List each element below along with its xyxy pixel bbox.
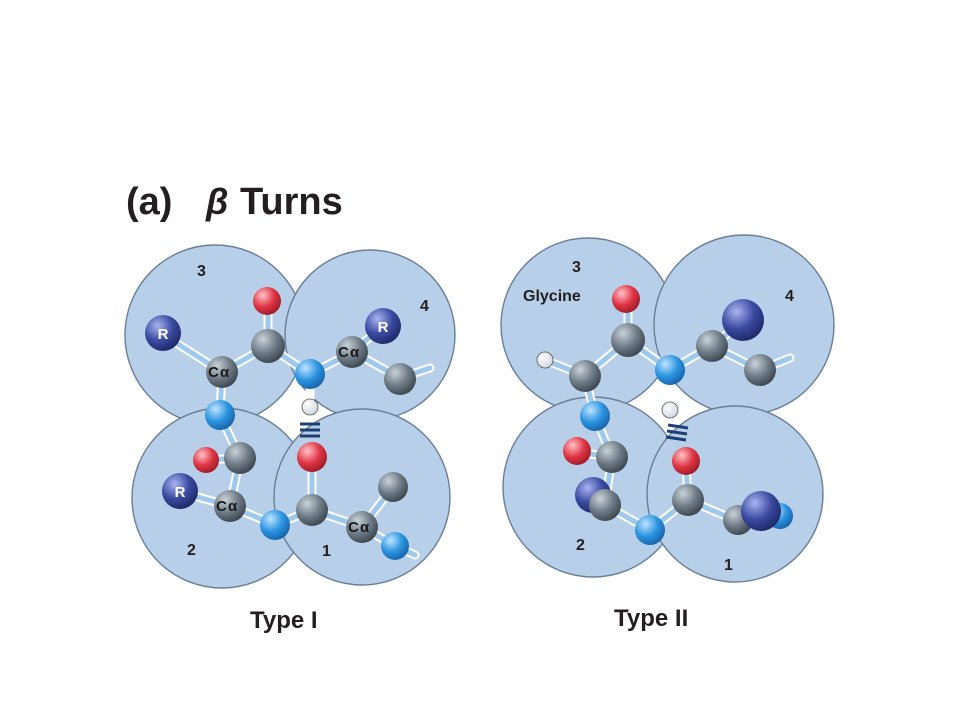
hydrogen-bond [665, 423, 689, 442]
carbonyl-carbon-atom [296, 494, 328, 526]
svg-text:α: α [228, 498, 238, 515]
glycine-label: Glycine [523, 288, 581, 305]
residue-number-1: 1 [322, 543, 331, 560]
carbon-atom [384, 363, 416, 395]
alpha-carbon-atom [206, 356, 238, 388]
r-group-atom [162, 473, 198, 509]
svg-text:α: α [350, 344, 360, 361]
residue-number-4: 4 [420, 298, 429, 315]
carbonyl-carbon-atom [224, 442, 256, 474]
alpha-carbon-label: C α [348, 519, 370, 536]
svg-text:α: α [220, 364, 230, 381]
figure-title: (a) β Turns [126, 181, 343, 223]
hydrogen-atom [301, 398, 319, 416]
carbon-atom [378, 472, 408, 502]
type-1-caption: Type I [250, 607, 318, 634]
alpha-carbon-label: C α [338, 344, 360, 361]
type-2-caption: Type II [614, 605, 688, 632]
residue-number-2: 2 [187, 542, 196, 559]
svg-text:C: C [208, 364, 219, 381]
panel-label: (a) [126, 181, 172, 223]
figure-title-text: Turns [240, 181, 343, 223]
r-group-atom [145, 315, 181, 351]
alpha-carbon-atom [336, 336, 368, 368]
residue-number-4: 4 [785, 288, 794, 305]
r-group-atom [722, 299, 764, 341]
hydrogen-atom [661, 401, 679, 419]
r-group-atom [365, 308, 401, 344]
r-group-label: R [158, 326, 169, 343]
nitrogen-atom [655, 355, 685, 385]
alpha-carbon-atom [569, 360, 601, 392]
residue-number-3: 3 [572, 259, 581, 276]
carbon-atom [744, 354, 776, 386]
nitrogen-atom [260, 510, 290, 540]
svg-text:C: C [348, 519, 359, 536]
nitrogen-atom [381, 532, 409, 560]
alpha-carbon-atom [696, 330, 728, 362]
type-2-diagram: 3 Glycine 4 2 1 Type II [500, 234, 835, 632]
carbonyl-carbon-atom [251, 329, 285, 363]
beta-symbol: β [205, 181, 228, 222]
residue-number-1: 1 [724, 557, 733, 574]
type-1-diagram: R R R C α C α C α C α 3 4 2 1 Type I [124, 244, 456, 634]
alpha-carbon-atom [214, 490, 246, 522]
nitrogen-atom [295, 359, 325, 389]
nitrogen-atom [580, 401, 610, 431]
carbonyl-carbon-atom [611, 323, 645, 357]
residue-number-2: 2 [576, 537, 585, 554]
carbonyl-carbon-atom [672, 484, 704, 516]
svg-text:C: C [216, 498, 227, 515]
oxygen-atom [612, 285, 640, 313]
r-group-label: R [175, 484, 186, 501]
oxygen-atom [253, 287, 281, 315]
hydrogen-bond [300, 422, 320, 438]
nitrogen-atom [205, 400, 235, 430]
oxygen-atom [563, 437, 591, 465]
oxygen-atom [193, 447, 219, 473]
svg-text:C: C [338, 344, 349, 361]
alpha-carbon-label: C α [208, 364, 230, 381]
carbonyl-carbon-atom [596, 441, 628, 473]
residue-number-3: 3 [197, 263, 206, 280]
nitrogen-atom [635, 515, 665, 545]
oxygen-atom [672, 447, 700, 475]
svg-text:α: α [360, 519, 370, 536]
alpha-carbon-atom [346, 511, 378, 543]
alpha-carbon-label: C α [216, 498, 238, 515]
hydrogen-atom [536, 351, 554, 369]
oxygen-atom [297, 442, 327, 472]
r-group-label: R [378, 319, 389, 336]
alpha-carbon-atom [589, 489, 621, 521]
r-group-atom [741, 491, 781, 531]
